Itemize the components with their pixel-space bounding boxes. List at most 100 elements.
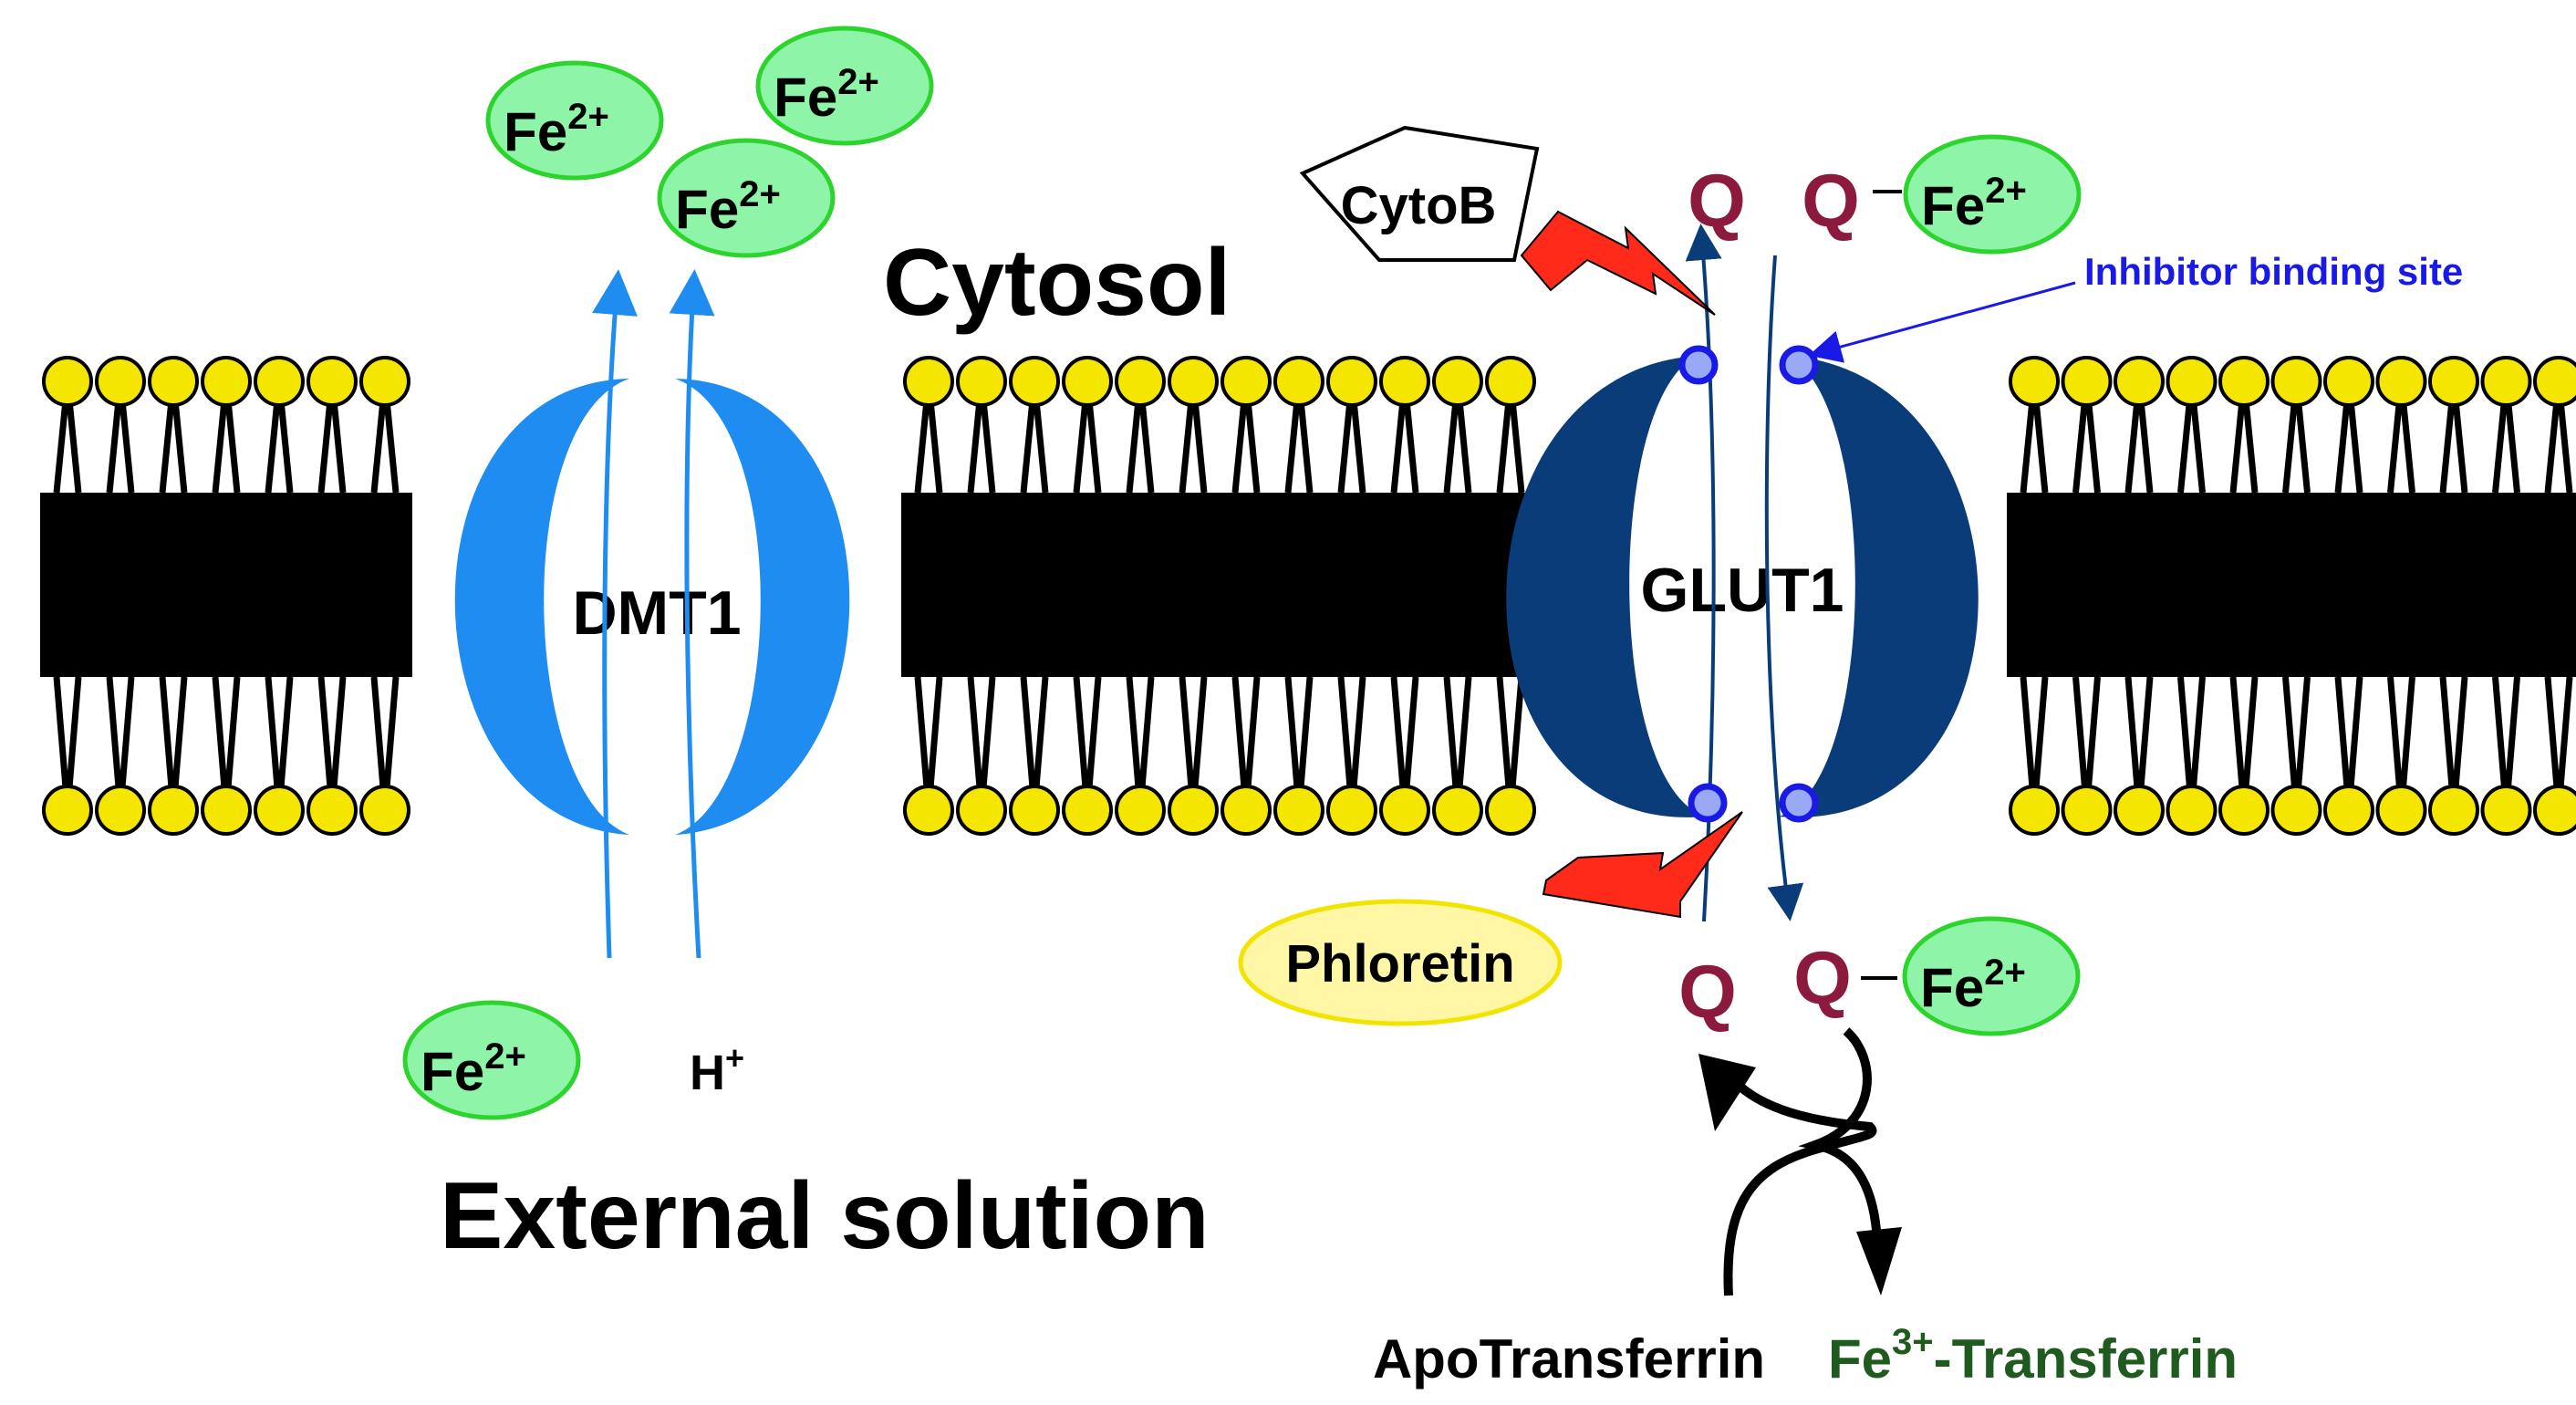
glut1-label: GLUT1	[1641, 556, 1844, 625]
lipid-head	[1168, 785, 1219, 836]
lipid-head	[2114, 785, 2165, 836]
lipid-head	[1326, 356, 1377, 407]
lipid-head	[201, 785, 252, 836]
q-top-left: Q	[1688, 160, 1746, 243]
lipid-head	[1485, 785, 1536, 836]
svg-text:Fe2+: Fe2+	[504, 97, 609, 162]
lipid-head	[148, 785, 199, 836]
lipid-head	[1379, 356, 1430, 407]
lipid-head	[903, 785, 954, 836]
lipid-head	[903, 356, 954, 407]
lipid-head	[1432, 785, 1483, 836]
lipid-head	[2114, 356, 2165, 407]
inhibitor-site-bottom-left	[1688, 783, 1728, 823]
lipid-bilayer-right	[2007, 356, 2576, 836]
svg-text:Phloretin: Phloretin	[1285, 934, 1514, 994]
q-bottom-right: Q	[1793, 937, 1852, 1020]
membrane-core	[901, 493, 1538, 677]
lipid-head	[1432, 356, 1483, 407]
svg-text:Fe2+: Fe2+	[421, 1036, 526, 1102]
lipid-bilayer-middle	[901, 356, 1538, 836]
lipid-head	[2533, 356, 2576, 407]
lipid-head	[1062, 785, 1113, 836]
q-top-right: Q	[1802, 160, 1860, 243]
lipid-head	[1273, 785, 1324, 836]
svg-text:Fe2+: Fe2+	[675, 174, 781, 240]
lipid-head	[1379, 785, 1430, 836]
transferrin-arrow-down	[1798, 1027, 1882, 1242]
lipid-head	[2375, 356, 2427, 407]
phloretin-inhibitor: Phloretin	[1238, 899, 1563, 1026]
lipid-head	[1009, 785, 1060, 836]
lipid-head	[95, 785, 146, 836]
fe-ion-q-bottom: Fe2+	[1902, 916, 2081, 1036]
inhibitor-site-top-left	[1678, 345, 1719, 385]
inhibitor-pointer-arrow	[1808, 281, 2076, 363]
lipid-head	[2323, 785, 2374, 836]
svg-text:Fe2+: Fe2+	[1920, 952, 2026, 1018]
q-bottom-left: Q	[1678, 951, 1737, 1034]
glut1-right-half	[1779, 356, 1979, 817]
lipid-head	[2061, 356, 2113, 407]
lipid-head	[1326, 785, 1377, 836]
lipid-head	[306, 785, 358, 836]
svg-text:Fe2+: Fe2+	[774, 62, 879, 128]
lipid-head	[201, 356, 252, 407]
lipid-head	[1220, 785, 1272, 836]
lipid-head	[359, 356, 410, 407]
lipid-head	[2428, 785, 2479, 836]
lipid-head	[1168, 356, 1219, 407]
dmt1-flux-arrow-right	[669, 269, 715, 959]
lipid-head	[42, 785, 93, 836]
lipid-head	[2323, 356, 2374, 407]
lipid-head	[2061, 785, 2113, 836]
lipid-head	[95, 356, 146, 407]
lipid-head	[2480, 356, 2532, 407]
fe3-transferrin-label: Fe3+-Transferrin	[1828, 1322, 2238, 1389]
dmt1-transporter: DMT1	[454, 269, 850, 959]
lipid-head	[254, 785, 305, 836]
lipid-head	[2009, 356, 2060, 407]
lipid-head	[956, 785, 1007, 836]
lightning-bolt-top-icon	[1520, 210, 1716, 316]
lipid-head	[306, 356, 358, 407]
lipid-head	[1220, 356, 1272, 407]
svg-text:CytoB: CytoB	[1341, 176, 1497, 235]
lipid-head	[2533, 785, 2576, 836]
inhibitor-site-label: Inhibitor binding site	[2084, 250, 2463, 293]
lipid-head	[2480, 785, 2532, 836]
dmt1-left-half	[454, 379, 629, 835]
glut1-flux-arrow-down	[1764, 255, 1804, 921]
lipid-head	[2375, 785, 2427, 836]
lipid-head	[2428, 356, 2479, 407]
cytosol-label: Cytosol	[883, 230, 1231, 336]
lipid-head	[1115, 785, 1166, 836]
lipid-head	[359, 785, 410, 836]
external-solution-label: External solution	[440, 1163, 1210, 1269]
dmt1-flux-arrow-left	[592, 269, 638, 959]
lipid-head	[2166, 785, 2218, 836]
membrane-core	[40, 493, 412, 677]
transferrin-arrow-down-head	[1856, 1227, 1902, 1296]
lipid-head	[956, 356, 1007, 407]
cytob-inhibitor: CytoB	[1299, 125, 1540, 262]
dmt1-label: DMT1	[572, 578, 741, 648]
fe-ion-1: Fe2+	[485, 60, 664, 181]
proton-label: H+	[690, 1039, 744, 1100]
apotransferrin-label: ApoTransferrin	[1373, 1328, 1765, 1389]
fe-ion-3: Fe2+	[657, 138, 836, 258]
inhibitor-site-top-right	[1779, 345, 1819, 385]
fe-ion-2: Fe2+	[755, 26, 934, 146]
transferrin-arrow-up-head	[1698, 1054, 1756, 1131]
lipid-head	[1115, 356, 1166, 407]
lightning-bolt-bottom-icon	[1542, 811, 1743, 919]
svg-text:Fe2+: Fe2+	[1921, 171, 2027, 236]
membrane-core	[2007, 493, 2576, 677]
fe-ion-external: Fe2+	[402, 1000, 581, 1120]
lipid-head	[1009, 356, 1060, 407]
lipid-head	[1485, 356, 1536, 407]
lipid-head	[2218, 785, 2270, 836]
lipid-head	[2166, 356, 2218, 407]
inhibitor-site-bottom-right	[1779, 783, 1819, 823]
